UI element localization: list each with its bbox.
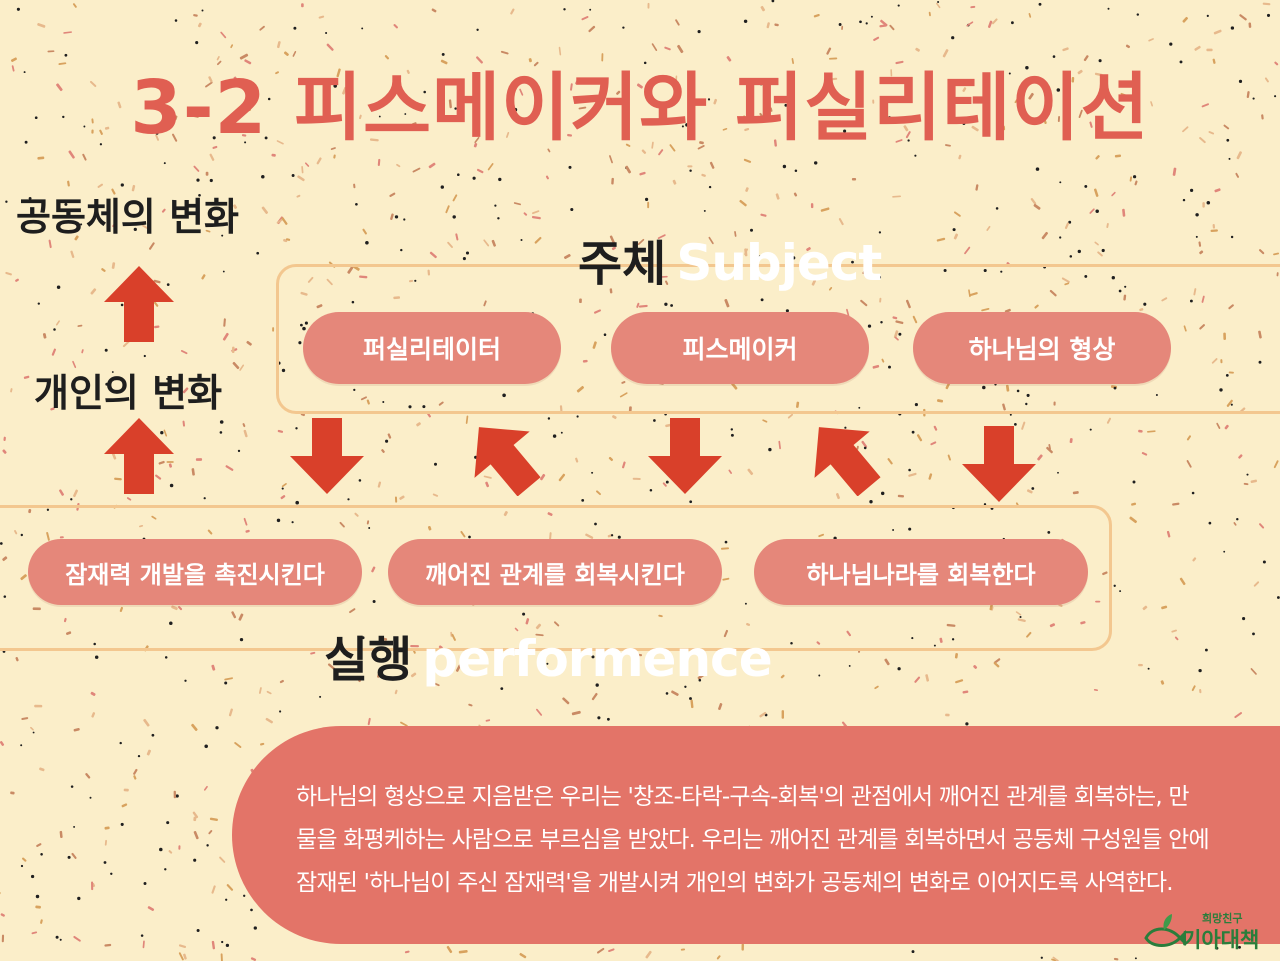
fish-leaf-icon: [1144, 914, 1186, 947]
page-title: 3-2 피스메이커와 퍼실리테이션: [130, 65, 1150, 151]
subject-label-ko: 주체: [578, 236, 667, 292]
performance-label-en: performence: [422, 630, 772, 688]
subject-frame: [276, 264, 1280, 414]
down-arrow-icon: [290, 418, 364, 494]
up-left-arrow-icon: [814, 427, 881, 496]
performance-frame: [0, 505, 1112, 651]
subject-pill-facilitator: 퍼실리테이터: [303, 312, 561, 384]
personal-change-label: 개인의 변화: [34, 371, 223, 415]
down-arrow-icon: [962, 426, 1036, 502]
logo-big-text: 기아대책: [1182, 928, 1260, 952]
description-text: 하나님의 형상으로 지음받은 우리는 '창조-타락-구속-회복'의 관점에서 깨…: [296, 776, 1256, 905]
subject-pill-peacemaker: 피스메이커: [611, 312, 869, 384]
performance-pill-relationship: 깨어진 관계를 회복시킨다: [388, 539, 722, 605]
up-arrow-icon: [104, 266, 174, 342]
performance-pill-potential: 잠재력 개발을 촉진시킨다: [28, 539, 362, 605]
up-left-arrow-icon: [474, 427, 541, 496]
community-change-label: 공동체의 변화: [16, 195, 239, 239]
up-arrow-icon: [104, 418, 174, 494]
subject-pill-image-of-god: 하나님의 형상: [913, 312, 1171, 384]
description-panel: [232, 726, 1280, 944]
down-arrow-icon: [648, 418, 722, 494]
description-line: 하나님의 형상으로 지음받은 우리는 '창조-타락-구속-회복'의 관점에서 깨…: [296, 784, 1190, 810]
description-line: 잠재된 '하나님이 주신 잠재력'을 개발시켜 개인의 변화가 공동체의 변화로…: [296, 870, 1174, 896]
performance-label-ko: 실행: [324, 632, 413, 688]
subject-label-en: Subject: [676, 234, 882, 292]
performance-pill-kingdom: 하나님나라를 회복한다: [754, 539, 1088, 605]
logo: 희망친구 기아대책: [1142, 906, 1278, 958]
logo-small-text: 희망친구: [1202, 912, 1243, 925]
description-line: 물을 화평케하는 사람으로 부르심을 받았다. 우리는 깨어진 관계를 회복하면…: [296, 827, 1210, 853]
